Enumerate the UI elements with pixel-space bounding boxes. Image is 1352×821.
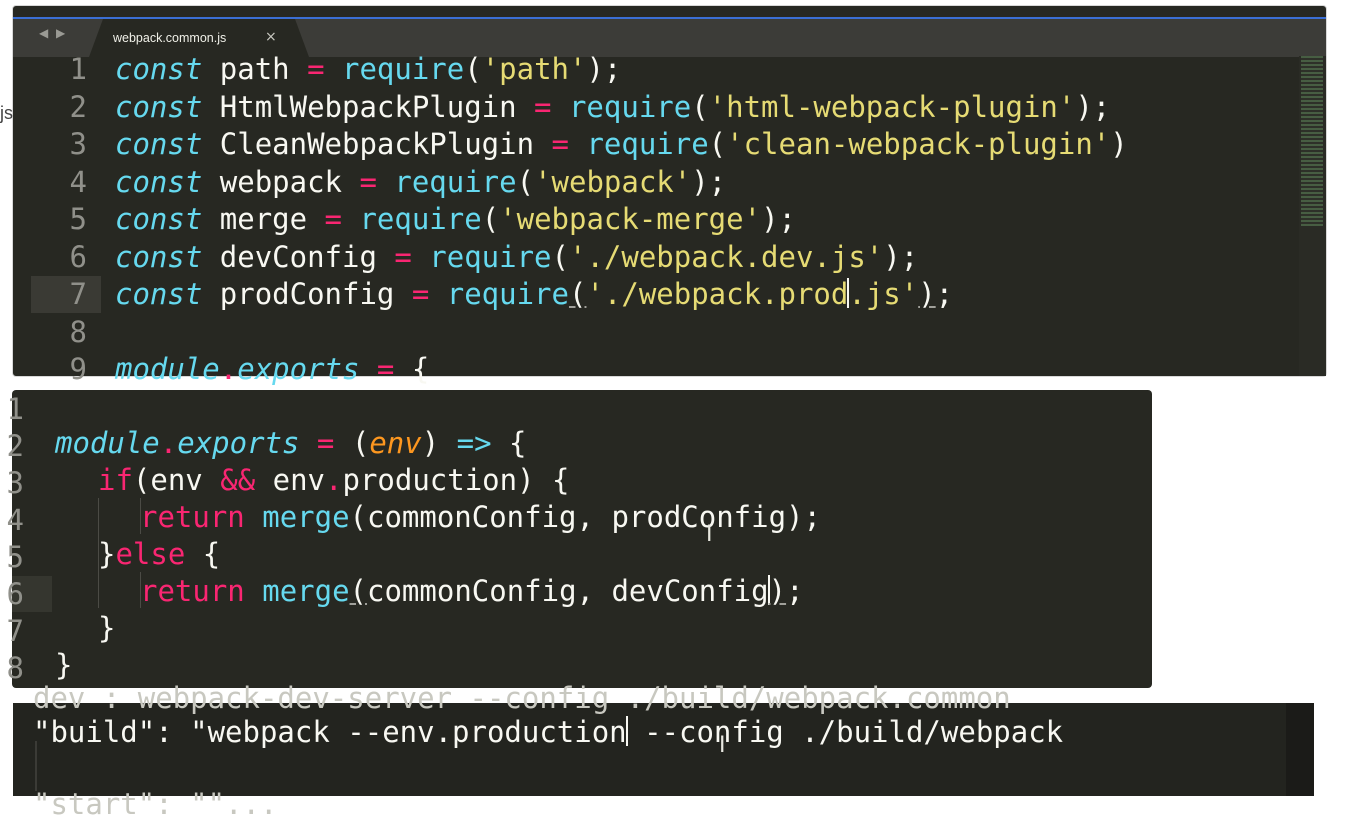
partial-line-bottom: "start": ""...	[33, 787, 278, 821]
build-script-line[interactable]: "build": "webpack --env.production --con…	[33, 715, 1064, 749]
tab-accent-line	[13, 17, 1326, 19]
code-line: return merge(commonConfig, devConfig);	[140, 574, 804, 608]
code-line: }	[55, 648, 73, 682]
code-line: const merge = require('webpack-merge');	[115, 202, 796, 236]
code-line: const webpack = require('webpack');	[115, 164, 727, 199]
line-number: 8	[69, 314, 87, 349]
code-line: return merge(commonConfig, prodConfig);	[140, 500, 821, 534]
tab-title: webpack.common.js	[113, 31, 227, 45]
code-line: const CleanWebpackPlugin = require('clea…	[115, 127, 1128, 161]
code-line: }	[98, 611, 116, 645]
line-number: 7	[6, 614, 24, 648]
indent-guide	[98, 498, 99, 608]
line-number: 6	[69, 239, 87, 274]
script-panel: dev : webpack-dev-server --config ./buil…	[13, 681, 1314, 821]
current-line-gutter	[12, 576, 52, 612]
line-number: 5	[69, 202, 87, 236]
indent-guide	[140, 572, 141, 608]
line-number: 5	[6, 540, 24, 574]
code-line: module.exports = {	[115, 352, 430, 386]
text-cursor	[625, 716, 628, 746]
tab-nav-arrows-icon[interactable]: ◀ ▶	[39, 26, 68, 40]
code-snippet-panel: 1 2 3 4 5 6 7 8 module.exports = (env) =…	[7, 390, 1152, 688]
line-number: 3	[69, 127, 87, 161]
code-line: const path = require('path');	[115, 52, 622, 86]
line-number: 4	[69, 164, 87, 199]
current-line-gutter	[31, 276, 101, 313]
close-icon[interactable]: ×	[265, 29, 277, 45]
line-number: 8	[6, 651, 24, 685]
partial-line-top: dev : webpack-dev-server --config ./buil…	[33, 681, 1011, 715]
line-number: 7	[69, 277, 87, 311]
text-cursor	[767, 575, 770, 605]
line-number: 1	[6, 392, 24, 426]
line-number: 2	[6, 429, 24, 463]
line-number: 1	[69, 52, 87, 86]
code-line: }else {	[98, 537, 221, 571]
code-line: const devConfig = require('./webpack.dev…	[115, 239, 919, 274]
line-number: 3	[6, 466, 24, 500]
code-line: if(env && env.production) {	[98, 463, 570, 497]
text-cursor	[847, 278, 850, 308]
scrollbar[interactable]	[1286, 703, 1314, 796]
code-line: const prodConfig = require('./webpack.pr…	[115, 277, 954, 311]
line-number: 9	[69, 352, 87, 386]
line-number: 6	[6, 577, 24, 611]
minimap[interactable]	[1301, 56, 1323, 226]
left-stub-text: js	[0, 103, 13, 123]
snippet-code[interactable]: module.exports = (env) => { if(env && en…	[12, 390, 821, 696]
code-line: module.exports = (env) => {	[55, 426, 527, 460]
tab-webpack-common[interactable]: webpack.common.js ×	[89, 19, 309, 57]
ibeam-cursor-icon: I	[706, 522, 713, 547]
line-number: 4	[6, 503, 24, 537]
line-number: 2	[69, 89, 87, 124]
indent-guide	[140, 498, 141, 534]
ibeam-cursor-icon: I	[719, 733, 726, 758]
indent-guide	[35, 741, 37, 791]
code-line: const HtmlWebpackPlugin = require('html-…	[115, 89, 1111, 124]
